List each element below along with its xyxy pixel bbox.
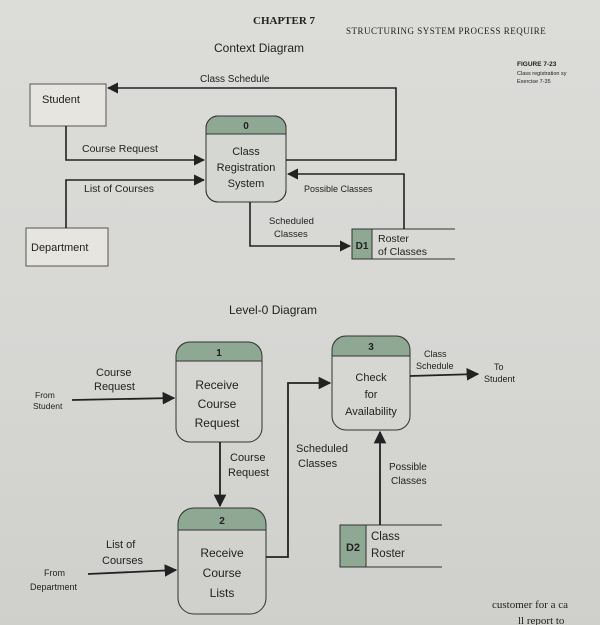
flow-scheduled-classes-label1: Scheduled [269, 216, 314, 227]
chapter-label: CHAPTER 7 [253, 15, 316, 27]
from-department-label1: From [44, 568, 65, 578]
process-0 [205, 115, 287, 203]
process-2-id: 2 [219, 516, 225, 527]
datastore-d1-line2: of Classes [378, 246, 427, 258]
process-3-id: 3 [368, 342, 374, 353]
process-1-line3: Request [195, 416, 240, 430]
datastore-d2-line1: Class [371, 531, 400, 543]
flow-list-of-courses-l0-label2: Courses [102, 555, 143, 567]
flow-possible-classes-label: Possible Classes [304, 184, 373, 194]
footer-text-line1: customer for a ca [492, 599, 568, 611]
entity-department [25, 227, 109, 267]
flow-l0-course-request [71, 391, 176, 405]
datastore-d2-line2: Roster [371, 548, 405, 560]
process-2-line2: Course [203, 566, 242, 580]
flow-course-request [65, 126, 206, 166]
datastore-d2-id: D2 [346, 542, 360, 554]
datastore-d1-id: D1 [356, 241, 369, 252]
flow-list-of-courses [65, 174, 206, 228]
flow-scheduled-classes-l0-label2: Classes [298, 458, 338, 470]
process-3 [331, 335, 411, 431]
process-2-line1: Receive [200, 546, 244, 560]
process-0-line2: Registration [217, 162, 276, 174]
datastore-d1 [351, 228, 455, 260]
flow-course-request-label: Course Request [82, 143, 158, 155]
flow-list-of-courses-l0-label1: List of [106, 539, 136, 551]
flow-l0-course-request-label1: Course [96, 367, 131, 379]
flow-class-schedule-label: Class Schedule [200, 74, 270, 85]
flow-list-of-courses-label: List of Courses [84, 183, 154, 195]
datastore-d1-line1: Roster [378, 233, 409, 245]
datastore-d2 [339, 524, 442, 568]
flow-class-schedule-l0-label1: Class [424, 349, 447, 359]
context-diagram-title: Context Diagram [214, 41, 304, 55]
process-0-line1: Class [232, 146, 260, 158]
process-1 [175, 341, 263, 443]
running-title: STRUCTURING SYSTEM PROCESS REQUIRE [346, 26, 546, 36]
flow-scheduled-classes-label2: Classes [274, 229, 308, 240]
footer-text-line2: ll report to [518, 615, 565, 625]
flow-list-of-courses-l0 [87, 564, 178, 577]
flow-class-schedule [106, 82, 397, 161]
process-3-line2: for [365, 389, 378, 401]
process-0-line3: System [228, 178, 265, 190]
process-3-line3: Availability [345, 406, 397, 418]
process-2-line3: Lists [210, 586, 235, 600]
flow-scheduled-classes-l0 [266, 376, 332, 558]
flow-possible-classes-l0-label1: Possible [389, 462, 427, 473]
flow-p1-p2-label1: Course [230, 452, 265, 464]
to-student-label2: Student [484, 374, 516, 384]
process-2 [177, 507, 267, 615]
flow-possible-classes [286, 168, 405, 229]
from-student-label1: From [35, 390, 55, 400]
from-student-label2: Student [33, 401, 63, 411]
figure-caption-line2: Exercise 7-35 [517, 79, 551, 85]
figure-number: FIGURE 7-23 [517, 61, 557, 68]
process-1-line2: Course [198, 397, 237, 411]
process-1-line1: Receive [195, 378, 239, 392]
entity-student [29, 83, 107, 127]
flow-scheduled-classes-l0-label1: Scheduled [296, 443, 348, 455]
from-department-label2: Department [30, 582, 78, 592]
level0-diagram-title: Level-0 Diagram [229, 303, 317, 317]
entity-student-label: Student [42, 94, 80, 106]
figure-caption-line1: Class registration sy [517, 71, 567, 77]
flow-p1-p2-label2: Request [228, 467, 269, 479]
flow-scheduled-classes [249, 202, 352, 252]
flow-class-schedule-l0 [409, 368, 480, 381]
process-3-line1: Check [355, 372, 387, 384]
entity-department-label: Department [31, 242, 88, 254]
flow-l0-course-request-label2: Request [94, 381, 135, 393]
to-student-label1: To [494, 362, 504, 372]
flow-possible-classes-l0-label2: Classes [391, 476, 427, 487]
process-0-id: 0 [243, 121, 249, 132]
flow-class-schedule-l0-label2: Schedule [416, 361, 454, 371]
process-1-id: 1 [216, 348, 222, 359]
